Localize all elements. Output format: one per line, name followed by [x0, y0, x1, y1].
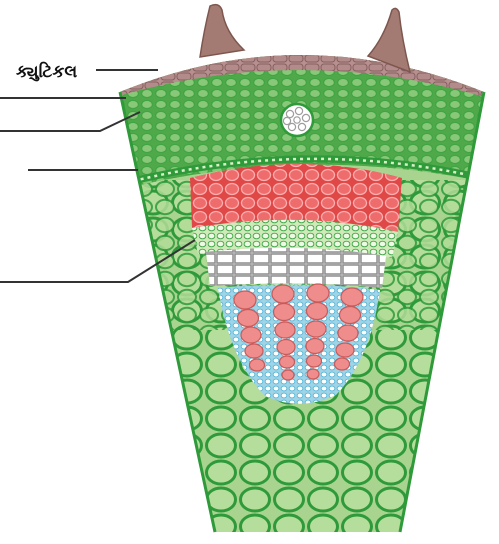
epidermal-hair-left — [200, 5, 244, 57]
resin-duct — [281, 104, 313, 136]
cuticle-label: ક્યુટિકલ — [16, 62, 77, 82]
xylem-cells — [206, 248, 386, 288]
pointer-line-2 — [0, 112, 140, 131]
